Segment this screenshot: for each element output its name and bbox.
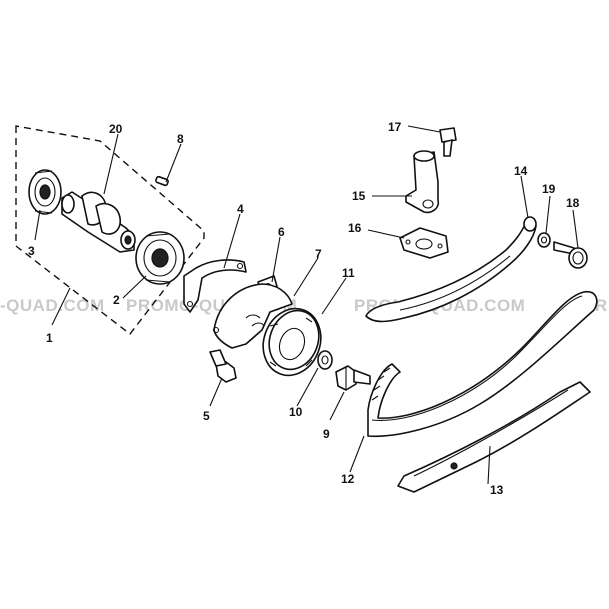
- callout-2: 2: [113, 293, 120, 307]
- camshaft: [61, 191, 136, 253]
- plate-bolt: [209, 349, 237, 383]
- tensioner-bolt: [439, 127, 457, 157]
- callout-14: 14: [514, 164, 528, 178]
- callout-11: 11: [342, 266, 355, 280]
- tensioner-guide: [365, 216, 537, 323]
- callout-1: 1: [46, 331, 53, 345]
- cam-plate: [212, 283, 293, 349]
- tensioner-body: [405, 150, 440, 214]
- bearing-left: [28, 169, 62, 215]
- retainer-plate: [183, 259, 247, 313]
- callout-13: 13: [490, 483, 504, 497]
- watermark-text-1: -QUAD.COM: [0, 296, 105, 315]
- callout-20: 20: [109, 122, 123, 136]
- washer: [317, 350, 333, 370]
- tensioner-gasket: [399, 227, 449, 259]
- callout-12: 12: [341, 472, 355, 486]
- callout-7: 7: [315, 247, 322, 261]
- sprocket-bolt: [335, 365, 371, 391]
- bearing-right: [135, 231, 185, 285]
- callout-labels: 1 2 3 4 5 6 7 8 9 10 11 12 13 14 15 16 1…: [28, 120, 580, 497]
- cam-sprocket: [262, 307, 322, 377]
- dowel-pin: [155, 175, 169, 187]
- pivot-washer: [537, 232, 551, 248]
- callout-5: 5: [203, 409, 210, 423]
- callout-16: 16: [348, 221, 362, 235]
- leader-lines: [34, 125, 579, 485]
- callout-8: 8: [177, 132, 184, 146]
- callout-6: 6: [278, 225, 285, 239]
- chain-guide: [397, 381, 591, 493]
- callout-17: 17: [388, 120, 402, 134]
- callout-18: 18: [566, 196, 580, 210]
- callout-19: 19: [542, 182, 556, 196]
- callout-3: 3: [28, 244, 35, 258]
- callout-10: 10: [289, 405, 303, 419]
- cam-chain: [367, 290, 598, 438]
- callout-4: 4: [237, 202, 244, 216]
- camshaft-assembly-outline: [15, 125, 205, 335]
- callout-9: 9: [323, 427, 330, 441]
- callout-15: 15: [352, 189, 366, 203]
- pivot-bolt: [553, 241, 588, 269]
